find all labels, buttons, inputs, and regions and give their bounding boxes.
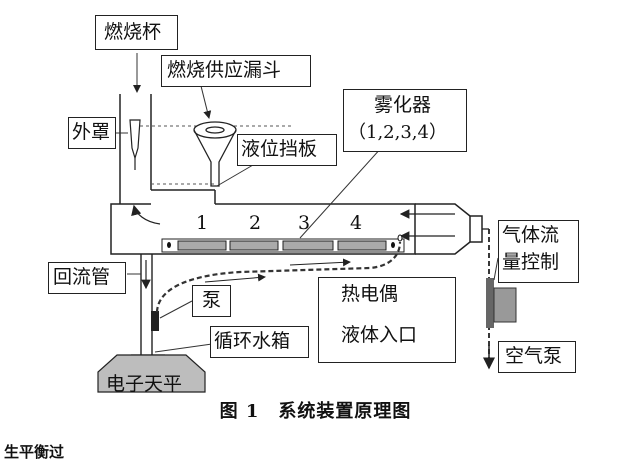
cut-off-text: 生平衡过	[4, 443, 65, 461]
channel-number: 4	[350, 212, 363, 234]
circ-tank-label: 循环水箱	[214, 330, 291, 352]
atomizer-chamber	[110, 203, 483, 255]
level-baffle-label: 液位挡板	[241, 138, 318, 160]
supply-funnel	[193, 121, 237, 187]
atomizer-label-ids: （1,2,3,4）	[348, 122, 447, 143]
balance-body	[97, 354, 206, 393]
recirculation-arrow-1	[204, 273, 266, 283]
gas-flow-label-1: 气体流	[502, 224, 560, 246]
pump-body	[151, 311, 159, 331]
outer-cover-probe	[129, 119, 141, 170]
flow-curve-arrow	[131, 204, 161, 225]
legend-thermocouple: 热电偶	[341, 283, 399, 305]
balance-label: 电子天平	[106, 373, 183, 395]
legend-box	[318, 277, 456, 363]
air-pump-label-box	[498, 341, 576, 373]
gas-flow-label-2: 量控制	[502, 251, 560, 273]
return-pipe-label-box	[48, 262, 126, 294]
burn-cup	[119, 94, 216, 204]
gas-flow-label-box	[498, 220, 579, 283]
supply-funnel-label: 燃烧供应漏斗	[167, 59, 282, 81]
circ-tank-label-box	[210, 326, 309, 358]
outer-cover-label-box	[68, 117, 116, 149]
dashed-guides	[140, 125, 292, 185]
burn-cup-label-box	[95, 15, 178, 50]
gas-inlet-arrows	[399, 209, 455, 241]
pump-label-box	[192, 285, 231, 317]
return-pipe-label: 回流管	[53, 266, 111, 288]
flow-meter-stem	[486, 278, 494, 328]
outer-cover-label: 外罩	[72, 121, 111, 143]
atomizer-label-box	[343, 89, 467, 152]
recirculation-arrow-2	[289, 258, 351, 267]
channel-number: 1	[196, 212, 209, 234]
legend-liquid-inlet: 液体入口	[341, 324, 418, 346]
recirculation-line	[155, 241, 402, 313]
channel-number: 2	[249, 212, 262, 234]
channel-number: 3	[298, 212, 311, 234]
figure-caption: 图 1 系统装置原理图	[219, 401, 412, 422]
atomizer-modules	[161, 234, 405, 253]
return-pipe	[140, 254, 153, 355]
air-pump-label: 空气泵	[505, 345, 563, 367]
pump-label: 泵	[202, 289, 222, 311]
supply-funnel-label-box	[161, 55, 311, 87]
flow-controller	[493, 287, 517, 323]
burn-cup-label: 燃烧杯	[104, 21, 162, 43]
atomizer-label-title: 雾化器	[374, 94, 432, 116]
level-baffle-label-box	[237, 134, 337, 166]
